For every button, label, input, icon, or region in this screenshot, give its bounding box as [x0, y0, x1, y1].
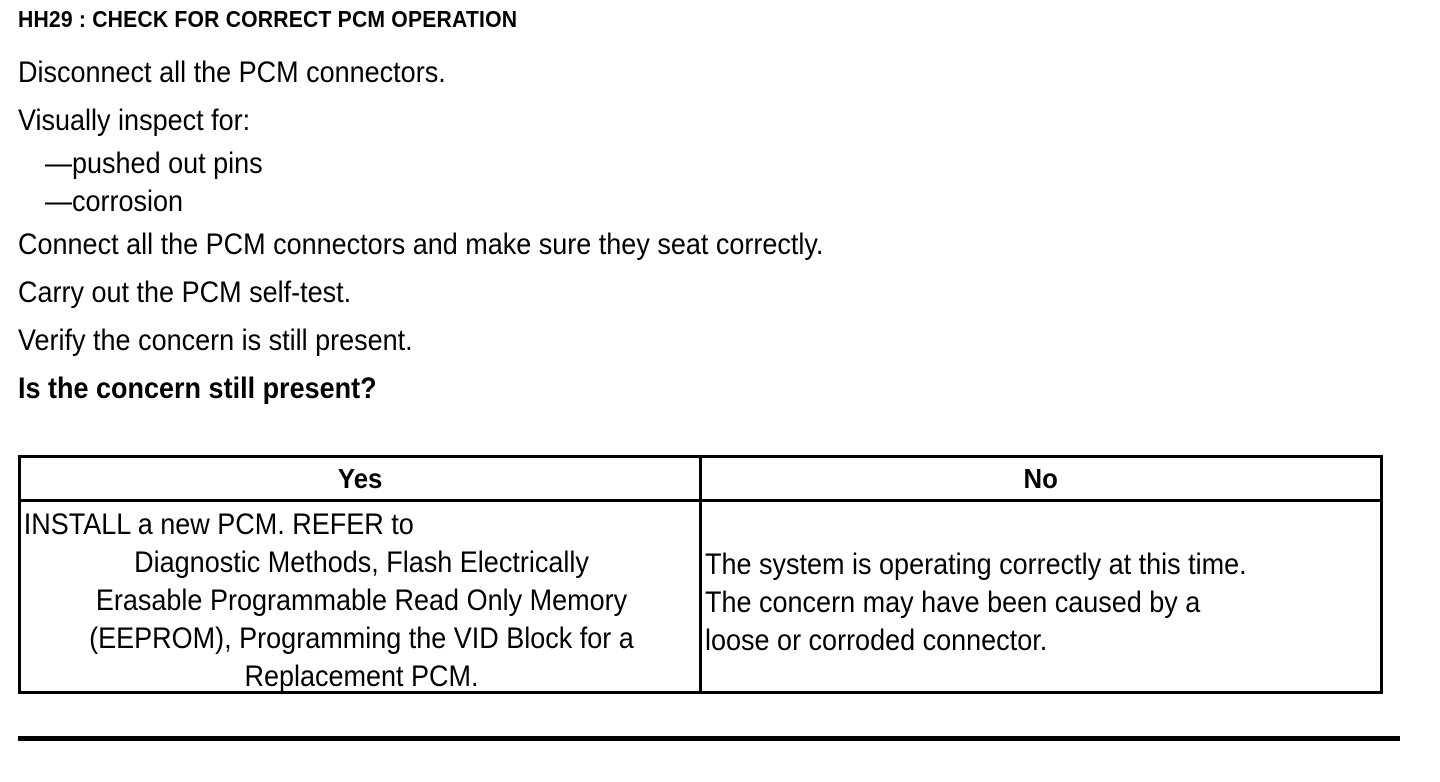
yes-action-line: INSTALL a new PCM. REFER to: [23, 508, 414, 541]
no-action-text: The system is operating correctly at thi…: [705, 546, 1375, 660]
table-body-row: INSTALL a new PCM. REFER to Diagnostic M…: [21, 502, 1380, 693]
instruction-list: Disconnect all the PCM connectors. Visua…: [18, 49, 1418, 413]
no-action-line: The system is operating correctly at thi…: [705, 548, 1247, 581]
no-action-line: loose or corroded connector.: [705, 624, 1048, 657]
yes-action-line: Replacement PCM.: [244, 660, 479, 693]
instruction-line: Connect all the PCM connectors and make …: [18, 228, 824, 261]
decision-question: Is the concern still present?: [18, 372, 377, 405]
no-action-line: The concern may have been caused by a: [705, 586, 1201, 619]
instruction-line: Visually inspect for:: [18, 104, 251, 137]
yes-action-text: INSTALL a new PCM. REFER to Diagnostic M…: [21, 506, 702, 696]
instruction-bullet: —corrosion: [45, 185, 184, 218]
page-title: HH29 : CHECK FOR CORRECT PCM OPERATION: [18, 6, 518, 32]
column-header-yes-label: Yes: [337, 462, 383, 494]
decision-table: Yes No INSTALL a new PCM. REFER to Diagn…: [18, 455, 1383, 694]
yes-action-line: Erasable Programmable Read Only Memory: [95, 584, 628, 617]
instruction-line: Verify the concern is still present.: [18, 324, 413, 357]
yes-action-line: Diagnostic Methods, Flash Electrically: [134, 546, 589, 579]
instruction-bullet: —pushed out pins: [45, 147, 263, 180]
instruction-line: Carry out the PCM self-test.: [18, 276, 352, 309]
yes-action-line: (EEPROM), Programming the VID Block for …: [89, 622, 634, 655]
column-header-no-label: No: [1023, 462, 1059, 494]
section-divider-rule: [18, 736, 1400, 741]
instruction-line: Disconnect all the PCM connectors.: [18, 56, 446, 89]
table-header-cell-no: No: [702, 458, 1380, 499]
table-header-row: Yes No: [21, 458, 1380, 502]
table-header-cell-yes: Yes: [21, 458, 702, 499]
table-cell-no: The system is operating correctly at thi…: [702, 502, 1380, 691]
table-cell-yes: INSTALL a new PCM. REFER to Diagnostic M…: [21, 502, 702, 693]
